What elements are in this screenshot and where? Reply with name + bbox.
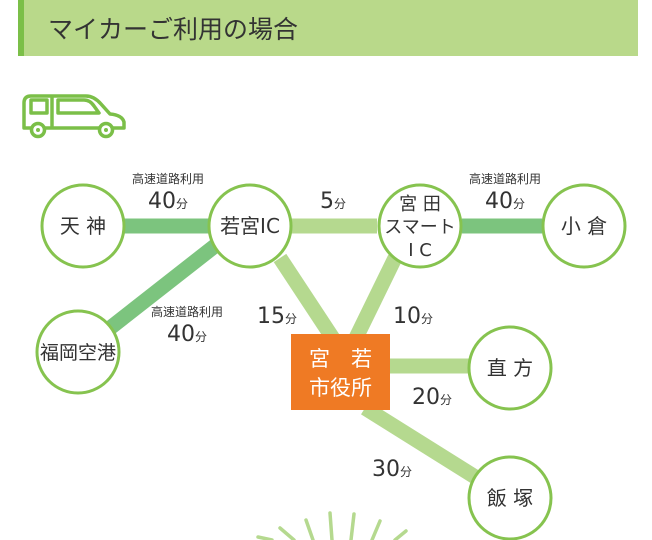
route-note: 高速道路利用 [469, 171, 541, 186]
node-tenjin-label: 天 神 [60, 214, 106, 238]
travel-time: 40分 [148, 189, 188, 214]
local-roads [273, 218, 484, 487]
section-title: マイカーご利用の場合 [48, 15, 299, 44]
route-note: 高速道路利用 [151, 304, 223, 319]
road-cityhall-iizuka [361, 401, 484, 487]
node-kokura-label: 小 倉 [561, 214, 607, 238]
node-tenjin: 天 神 [40, 183, 126, 269]
city-hall-label-1: 宮 若 [309, 347, 372, 371]
route-label-miyata-cityhall: 10分 [393, 304, 433, 329]
car-icon [22, 94, 126, 139]
travel-time: 15分 [257, 304, 297, 329]
road-airport-wakamiya [100, 232, 230, 338]
travel-time: 10分 [393, 304, 433, 329]
travel-time: 20分 [412, 385, 452, 410]
route-note: 高速道路利用 [132, 171, 204, 186]
route-label-miyata-kokura: 高速道路利用 40分 [469, 171, 541, 214]
node-fukuoka-airport-label: 福岡空港 [40, 342, 116, 364]
route-label-cityhall-nogata: 20分 [412, 385, 452, 410]
node-wakamiya-ic: 若宮IC [207, 183, 293, 269]
header-accent-bar [18, 0, 24, 56]
node-wakamiya-ic-label: 若宮IC [220, 214, 280, 238]
node-miyata-label-3: I C [408, 240, 432, 261]
sunburst-decoration [256, 511, 408, 540]
highway-roads [100, 218, 542, 338]
node-nogata-label: 直 方 [487, 356, 533, 380]
travel-time: 40分 [167, 322, 207, 347]
node-iizuka-label: 飯 塚 [487, 486, 533, 510]
road-wakamiya-cityhall [273, 253, 345, 351]
city-hall-label-2: 市役所 [309, 376, 372, 400]
route-label-tenjin-wakamiya: 高速道路利用 40分 [132, 171, 204, 214]
route-label-airport-wakamiya: 高速道路利用 40分 [151, 304, 223, 347]
route-label-cityhall-iizuka: 30分 [372, 457, 412, 482]
node-iizuka: 飯 塚 [467, 455, 553, 540]
travel-time: 5分 [320, 189, 346, 214]
section-header: マイカーご利用の場合 [18, 0, 638, 56]
route-label-wakamiya-cityhall: 15分 [257, 304, 297, 329]
node-miyata-label-1: 宮 田 [399, 194, 441, 215]
node-city-hall: 宮 若 市役所 [291, 334, 390, 410]
node-miyata-smart-ic: 宮 田 スマート I C [377, 183, 463, 269]
node-miyata-label-2: スマート [384, 217, 455, 238]
node-fukuoka-airport: 福岡空港 [35, 309, 121, 395]
node-kokura: 小 倉 [541, 183, 627, 269]
route-label-wakamiya-miyata: 5分 [320, 189, 346, 214]
node-nogata: 直 方 [467, 325, 553, 411]
road-miyata-cityhall [345, 254, 402, 350]
travel-time: 40分 [485, 189, 525, 214]
travel-time: 30分 [372, 457, 412, 482]
